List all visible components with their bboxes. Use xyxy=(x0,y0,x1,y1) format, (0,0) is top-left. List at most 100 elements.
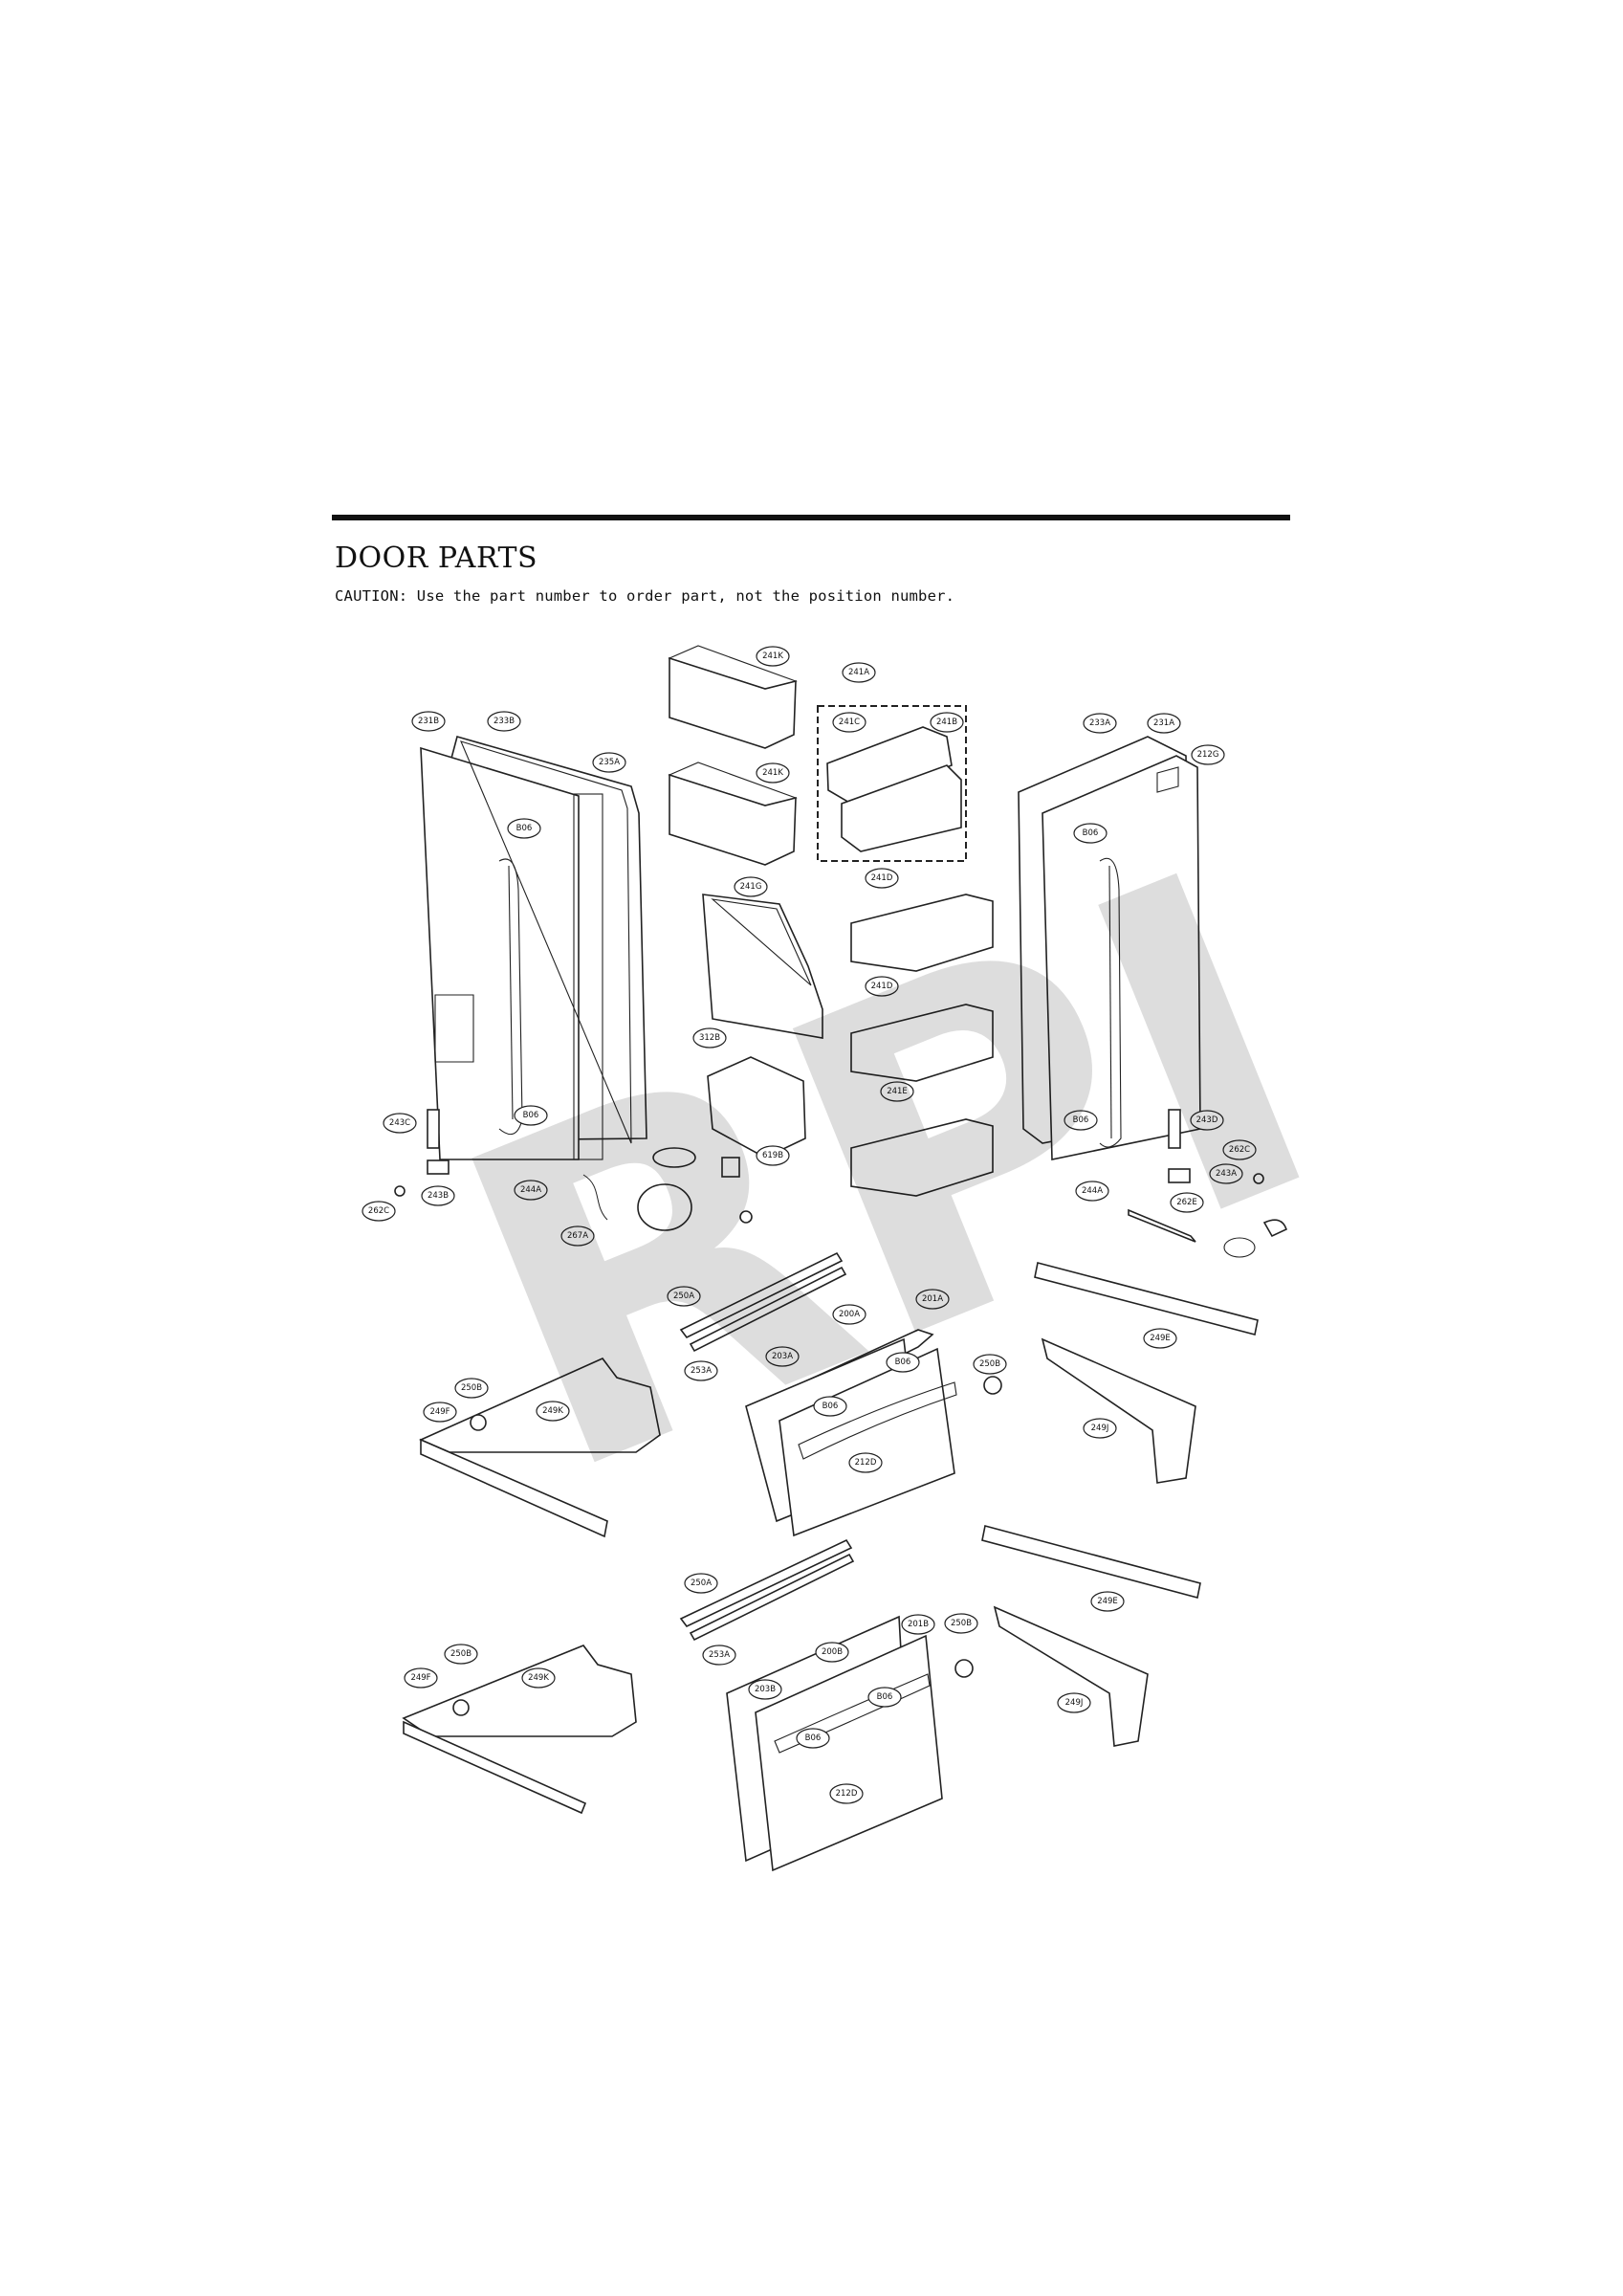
part-label-text: 243C xyxy=(389,1118,410,1128)
part-label: 235A xyxy=(592,752,626,773)
part-label-text: 253A xyxy=(691,1366,712,1376)
part-label: B06 xyxy=(813,1396,847,1417)
part-label-text: 241E xyxy=(887,1087,908,1096)
cover-241g xyxy=(702,894,823,1039)
part-label-text: 249E xyxy=(1097,1597,1118,1606)
part-label: 312B xyxy=(692,1027,727,1049)
part-label-text: 243D xyxy=(1196,1115,1218,1125)
part-label: B06 xyxy=(1073,823,1108,844)
part-label-text: 243B xyxy=(428,1191,449,1201)
part-label: B06 xyxy=(886,1352,920,1373)
part-label-text: B06 xyxy=(1083,828,1099,838)
part-label-text: 250A xyxy=(673,1292,694,1301)
part-label: 249E xyxy=(1143,1328,1177,1349)
part-label: 201B xyxy=(901,1614,935,1635)
part-label-text: 233A xyxy=(1089,718,1110,728)
caution-note: CAUTION: Use the part number to order pa… xyxy=(335,587,955,605)
part-label-text: 249K xyxy=(528,1673,549,1683)
part-label: 250B xyxy=(444,1644,478,1665)
part-label-text: 244A xyxy=(520,1185,541,1195)
part-label-text: 231A xyxy=(1153,718,1174,728)
part-label: B06 xyxy=(1064,1110,1098,1131)
part-label: 241D xyxy=(865,976,899,997)
part-label-text: B06 xyxy=(1073,1115,1089,1125)
door-bins-top xyxy=(668,645,798,866)
part-label-text: B06 xyxy=(516,824,533,833)
part-label-text: 249J xyxy=(1065,1698,1084,1708)
part-label-text: 243A xyxy=(1216,1169,1237,1179)
part-label-text: B06 xyxy=(523,1111,539,1120)
part-label: 249K xyxy=(521,1667,556,1689)
part-label: 241K xyxy=(756,646,790,667)
part-label-text: 201A xyxy=(922,1294,943,1304)
part-label: 200B xyxy=(815,1642,849,1663)
part-label: 231B xyxy=(411,711,446,732)
part-label: 241B xyxy=(930,712,964,733)
part-label: 243A xyxy=(1209,1163,1243,1184)
part-label-text: 250A xyxy=(691,1578,712,1588)
part-label: 212D xyxy=(829,1783,864,1804)
part-label: 241C xyxy=(832,712,866,733)
part-label: 241D xyxy=(865,868,899,889)
hinge-parts xyxy=(394,1109,1287,1258)
part-label-text: 231B xyxy=(418,717,439,726)
part-label-text: 250B xyxy=(979,1359,1000,1369)
dispenser-parts xyxy=(582,1056,806,1231)
part-label: 250B xyxy=(944,1613,978,1634)
part-label: 241K xyxy=(756,762,790,784)
part-label: B06 xyxy=(514,1105,548,1126)
part-label-text: 262C xyxy=(368,1206,389,1216)
part-label: 249K xyxy=(536,1401,570,1422)
part-label-text: 250B xyxy=(450,1649,472,1659)
part-label: 244A xyxy=(1075,1181,1109,1202)
part-label-text: B06 xyxy=(805,1733,822,1743)
part-label: 201A xyxy=(915,1289,950,1310)
part-label-text: 312B xyxy=(699,1033,720,1043)
page-title: DOOR PARTS xyxy=(335,541,538,575)
part-label: 250B xyxy=(973,1354,1007,1375)
part-label-text: 212D xyxy=(855,1458,877,1468)
part-label-text: 241K xyxy=(762,651,783,661)
part-label-text: 212G xyxy=(1197,750,1219,760)
part-label-text: 250B xyxy=(951,1619,972,1628)
part-label: 262E xyxy=(1170,1192,1204,1213)
part-label-text: 244A xyxy=(1082,1186,1103,1196)
part-label: 253A xyxy=(702,1645,736,1666)
part-label: 241A xyxy=(842,662,876,683)
part-label: 262C xyxy=(362,1201,396,1222)
part-label-text: 201B xyxy=(908,1620,929,1629)
part-label-text: 203B xyxy=(755,1685,776,1694)
part-label: 241E xyxy=(880,1081,914,1102)
part-label-text: 241G xyxy=(740,882,762,892)
part-label: 253A xyxy=(684,1360,718,1381)
part-label-text: 262C xyxy=(1229,1145,1250,1155)
right-door xyxy=(1018,736,1201,1160)
part-label-text: B06 xyxy=(822,1402,839,1411)
part-label-text: 249E xyxy=(1150,1334,1171,1343)
part-label-text: 212D xyxy=(836,1789,858,1799)
part-label-text: 249J xyxy=(1091,1424,1109,1433)
part-label-text: 203A xyxy=(772,1352,793,1361)
left-door xyxy=(420,736,647,1160)
part-label-text: 235A xyxy=(599,758,620,767)
part-label-text: 619B xyxy=(762,1151,783,1160)
part-label: 249J xyxy=(1083,1418,1117,1439)
part-label: B06 xyxy=(796,1728,830,1749)
part-label-text: 200A xyxy=(839,1310,860,1319)
top-rule xyxy=(332,515,1290,520)
part-label: 249J xyxy=(1057,1692,1091,1713)
part-label-text: 253A xyxy=(709,1650,730,1660)
part-label: 243C xyxy=(383,1113,417,1134)
part-label: 233A xyxy=(1083,713,1117,734)
part-label: 619B xyxy=(756,1145,790,1166)
bin-kit-241a xyxy=(817,705,967,862)
part-label: 203A xyxy=(765,1346,800,1367)
part-label: 243B xyxy=(421,1185,455,1206)
part-label-text: B06 xyxy=(895,1358,911,1367)
part-label-text: 249F xyxy=(410,1673,430,1683)
part-label: 243D xyxy=(1190,1110,1224,1131)
part-label: 244A xyxy=(514,1180,548,1201)
part-label: 212D xyxy=(848,1452,883,1473)
part-label-text: 249F xyxy=(429,1407,450,1417)
